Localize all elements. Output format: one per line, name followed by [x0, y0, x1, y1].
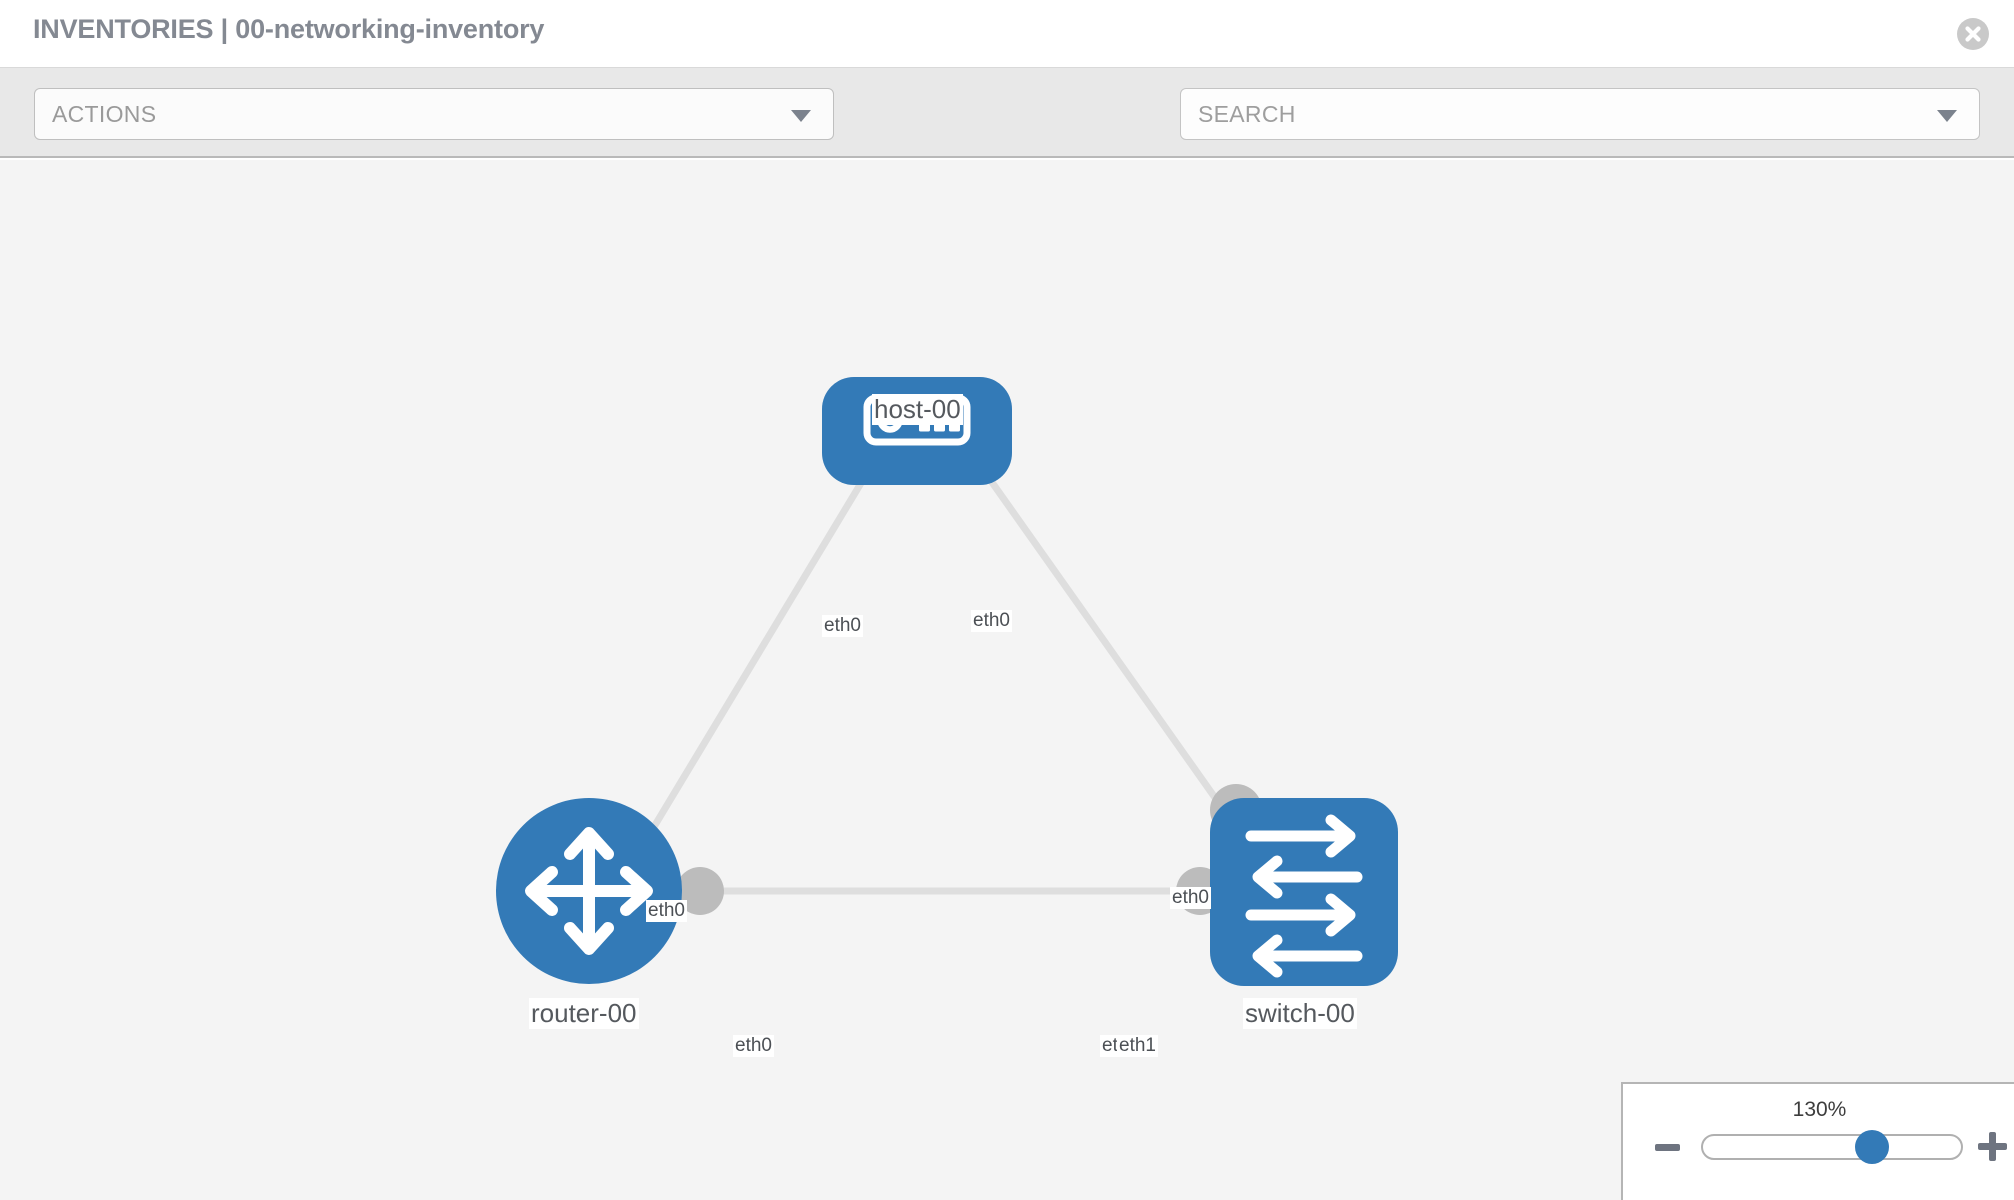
minus-icon[interactable] [1655, 1144, 1680, 1151]
topology-links [636, 426, 1256, 895]
search-input[interactable]: SEARCH [1180, 88, 1980, 140]
node-label-switch-00: switch-00 [1243, 998, 1357, 1029]
interface-label: eth0 [822, 615, 863, 637]
switch-arrows-icon [1245, 814, 1363, 978]
chevron-down-icon [791, 110, 811, 122]
chevron-down-icon[interactable] [1937, 110, 1957, 122]
interface-label: eth0 [971, 610, 1012, 632]
interface-label: eth0 [1170, 887, 1211, 909]
connector-router-right [676, 867, 724, 915]
zoom-control-panel: 130% [1621, 1082, 2014, 1200]
zoom-level-label: 130% [1792, 1098, 1847, 1121]
actions-dropdown-label: ACTIONS [52, 101, 157, 127]
actions-dropdown[interactable]: ACTIONS [34, 88, 834, 140]
node-switch-00 [1210, 798, 1398, 986]
link-router-host [636, 426, 897, 854]
router-arrows-icon [525, 827, 653, 955]
search-placeholder: SEARCH [1198, 101, 1296, 127]
plus-icon[interactable] [1978, 1132, 2007, 1161]
toolbar: ACTIONS SEARC [0, 68, 2014, 196]
link-host-switch [951, 426, 1256, 854]
topology-graph [496, 377, 1398, 986]
interface-label: eth0 [646, 900, 687, 922]
node-label-router-00: router-00 [529, 998, 639, 1029]
topology-canvas[interactable]: host-00 router-00 switch-00 eth0 eth0 et… [0, 160, 2014, 1200]
zoom-slider-track[interactable] [1701, 1134, 1963, 1160]
node-router-00 [496, 798, 682, 984]
close-icon[interactable] [1956, 17, 1990, 51]
page-header: INVENTORIES | 00-networking-inventory [0, 0, 2014, 68]
zoom-slider-thumb[interactable] [1855, 1130, 1889, 1164]
node-switch-00-shape [1210, 798, 1398, 986]
page-title: INVENTORIES | 00-networking-inventory [33, 14, 545, 44]
interface-label: eth0 [733, 1035, 774, 1057]
interface-label: eth1 [1117, 1035, 1158, 1057]
node-label-host-00: host-00 [872, 394, 963, 425]
